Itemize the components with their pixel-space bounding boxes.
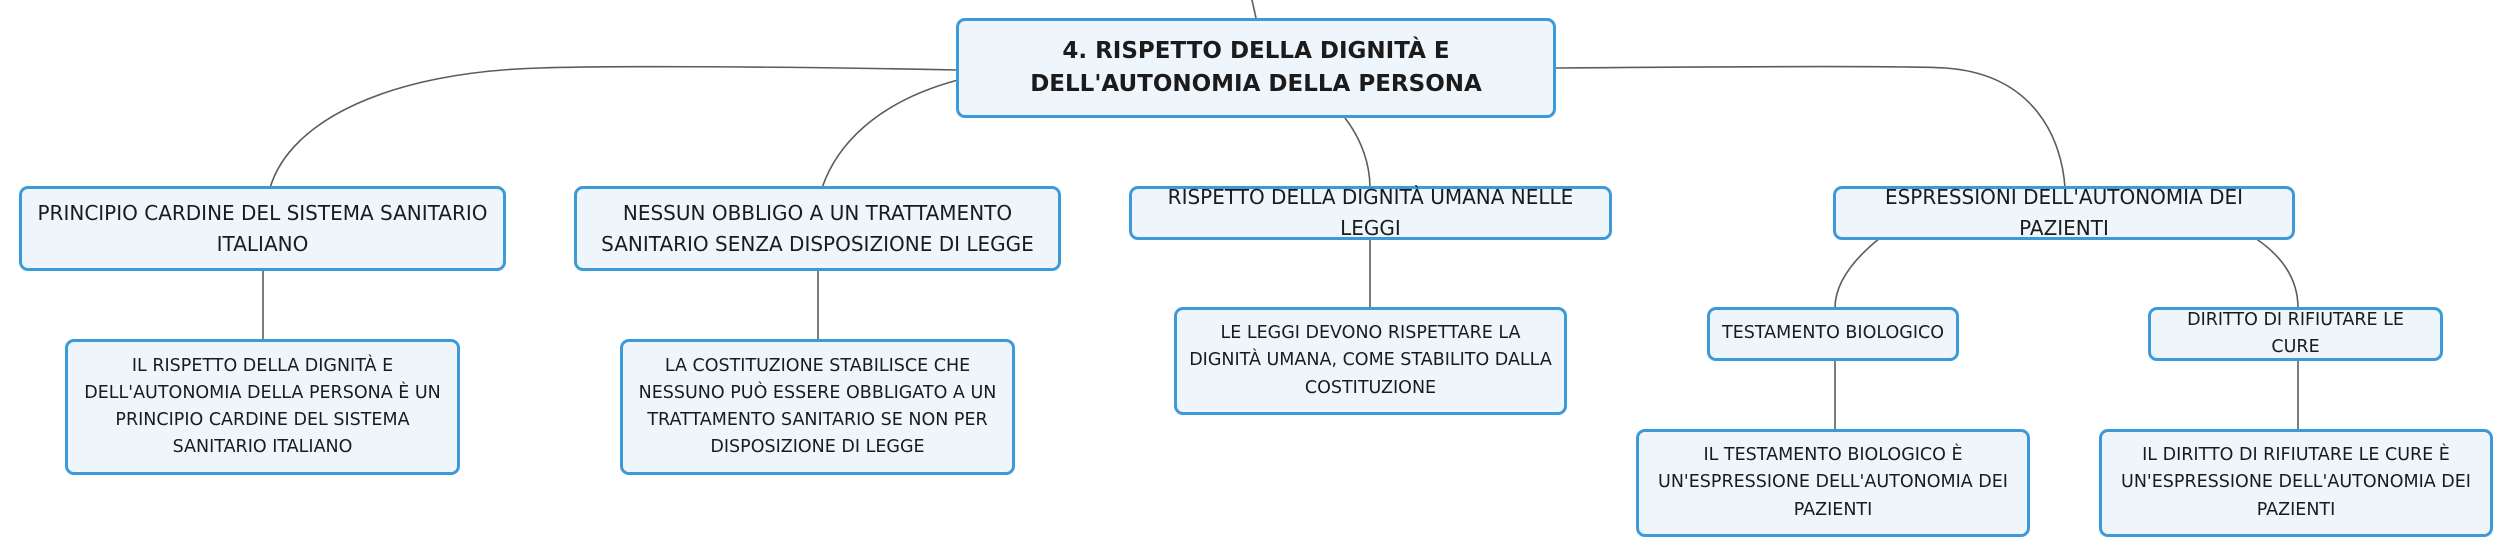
topic-nessun-obbligo[interactable]: NESSUN OBBLIGO A UN TRATTAMENTO SANITARI… bbox=[574, 186, 1061, 271]
connector-line bbox=[1554, 65, 2066, 189]
connector-line bbox=[1251, 0, 1257, 19]
root-node-label: 4. RISPETTO DELLA DIGNITÀ E DELL'AUTONOM… bbox=[1030, 37, 1482, 97]
subtopic-label: TESTAMENTO BIOLOGICO bbox=[1722, 323, 1944, 344]
subtopic-dignita-leggi-detail[interactable]: LE LEGGI DEVONO RISPETTARE LA DIGNITÀ UM… bbox=[1174, 307, 1567, 415]
topic-principio-cardine[interactable]: PRINCIPIO CARDINE DEL SISTEMA SANITARIO … bbox=[19, 186, 506, 271]
subtopic-principio-cardine-detail[interactable]: IL RISPETTO DELLA DIGNITÀ E DELL'AUTONOM… bbox=[65, 339, 460, 475]
subtopic-label: LE LEGGI DEVONO RISPETTARE LA DIGNITÀ UM… bbox=[1189, 323, 1552, 398]
topic-label: NESSUN OBBLIGO A UN TRATTAMENTO SANITARI… bbox=[601, 200, 1034, 256]
connector-line bbox=[2254, 237, 2299, 309]
topic-label: PRINCIPIO CARDINE DEL SISTEMA SANITARIO … bbox=[37, 200, 488, 256]
subtopic-label: IL RISPETTO DELLA DIGNITÀ E DELL'AUTONOM… bbox=[84, 355, 441, 458]
subtopic-diritto-rifiutare-cure[interactable]: DIRITTO DI RIFIUTARE LE CURE bbox=[2148, 307, 2443, 361]
topic-label: RISPETTO DELLA DIGNITÀ UMANA NELLE LEGGI bbox=[1167, 185, 1574, 240]
subtopic-label: IL TESTAMENTO BIOLOGICO È UN'ESPRESSIONE… bbox=[1658, 445, 2008, 520]
connector-line bbox=[821, 79, 959, 189]
connector-line bbox=[1344, 117, 1371, 189]
subtopic-testamento-biologico[interactable]: TESTAMENTO BIOLOGICO bbox=[1707, 307, 1959, 361]
connector-line bbox=[269, 65, 959, 189]
topic-espressioni-autonomia[interactable]: ESPRESSIONI DELL'AUTONOMIA DEI PAZIENTI bbox=[1833, 185, 2295, 240]
subtopic-label: LA COSTITUZIONE STABILISCE CHE NESSUNO P… bbox=[638, 355, 997, 458]
topic-dignita-leggi[interactable]: RISPETTO DELLA DIGNITÀ UMANA NELLE LEGGI bbox=[1129, 185, 1612, 240]
subtopic-testamento-biologico-detail[interactable]: IL TESTAMENTO BIOLOGICO È UN'ESPRESSIONE… bbox=[1636, 429, 2030, 537]
subtopic-diritto-rifiutare-cure-detail[interactable]: IL DIRITTO DI RIFIUTARE LE CURE È UN'ESP… bbox=[2099, 429, 2493, 537]
root-node[interactable]: 4. RISPETTO DELLA DIGNITÀ E DELL'AUTONOM… bbox=[956, 18, 1556, 118]
connector-line bbox=[1834, 237, 1881, 309]
subtopic-label: IL DIRITTO DI RIFIUTARE LE CURE È UN'ESP… bbox=[2121, 445, 2471, 520]
topic-label: ESPRESSIONI DELL'AUTONOMIA DEI PAZIENTI bbox=[1884, 185, 2244, 240]
subtopic-label: DIRITTO DI RIFIUTARE LE CURE bbox=[2187, 309, 2404, 357]
subtopic-nessun-obbligo-detail[interactable]: LA COSTITUZIONE STABILISCE CHE NESSUNO P… bbox=[620, 339, 1015, 475]
